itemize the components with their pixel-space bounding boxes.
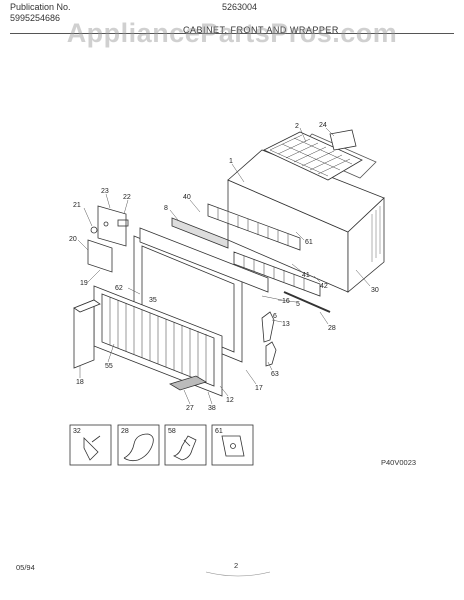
- callout-40: 40: [183, 194, 191, 201]
- callout-1: 1: [229, 158, 233, 165]
- callout-16: 16: [282, 298, 290, 305]
- inset-labels: 32 28 58 61: [73, 428, 223, 435]
- inset-box-32: [69, 424, 112, 466]
- callout-6: 6: [273, 313, 277, 320]
- document-code: 5263004: [222, 2, 258, 12]
- callout-20: 20: [69, 236, 77, 243]
- top-trim: [139, 227, 269, 293]
- upper-louver-rail: [207, 203, 301, 251]
- label-plate: [329, 129, 357, 151]
- lower-louver-rail: [233, 251, 321, 297]
- publication-label: Publication No.: [10, 2, 71, 12]
- publication-number: 5995254686: [10, 13, 61, 23]
- callout-42: 42: [320, 283, 328, 290]
- callout-19: 19: [80, 280, 88, 287]
- callout-5: 5: [296, 301, 300, 308]
- callout-28: 28: [328, 325, 336, 332]
- lower-right-bracket: [265, 341, 277, 367]
- callout-63: 63: [271, 371, 279, 378]
- inset-box-61: [211, 424, 254, 466]
- callout-2: 2: [295, 123, 299, 130]
- callout-21: 21: [73, 202, 81, 209]
- inset-label-58: 58: [168, 428, 176, 435]
- callout-35: 35: [149, 297, 157, 304]
- section-title: CABINET, FRONT AND WRAPPER: [183, 25, 339, 35]
- callout-62: 62: [115, 285, 123, 292]
- callout-38: 38: [208, 405, 216, 412]
- callout-18: 18: [76, 379, 84, 386]
- footer-date: 05/94: [16, 563, 35, 572]
- callout-13: 13: [282, 321, 290, 328]
- callout-30: 30: [371, 287, 379, 294]
- support-rod: [283, 291, 331, 313]
- grille-crosshatch: [269, 134, 353, 177]
- top-grille-panel: [263, 131, 363, 181]
- drawing-code: P40V0023: [381, 458, 417, 467]
- callout-12: 12: [226, 397, 234, 404]
- inset-label-32: 32: [73, 428, 81, 435]
- callout-labels: 1 2 24 23 22 21 20 19 40 8 30 61 41 42 6…: [69, 122, 379, 412]
- page-curl: [205, 571, 271, 577]
- callout-61: 61: [305, 239, 313, 246]
- right-bracket: [261, 311, 275, 343]
- callout-23: 23: [101, 188, 109, 195]
- front-grille: [93, 285, 223, 397]
- inset-box-28: [117, 424, 160, 466]
- inset-box-58: [164, 424, 207, 466]
- callout-22: 22: [123, 194, 131, 201]
- drain-tray: [169, 375, 207, 391]
- callout-17: 17: [255, 385, 263, 392]
- control-bracket: [87, 205, 129, 273]
- header-rule: [10, 33, 454, 34]
- callout-55: 55: [105, 363, 113, 370]
- callout-27: 27: [186, 405, 194, 412]
- callout-24: 24: [319, 122, 327, 129]
- filter-strip: [171, 217, 229, 249]
- callout-41: 41: [302, 272, 310, 279]
- callout-8: 8: [164, 205, 168, 212]
- leader-lines: [77, 127, 371, 405]
- page-number: 2: [234, 561, 239, 570]
- inset-label-28: 28: [121, 428, 129, 435]
- inset-label-61: 61: [215, 428, 223, 435]
